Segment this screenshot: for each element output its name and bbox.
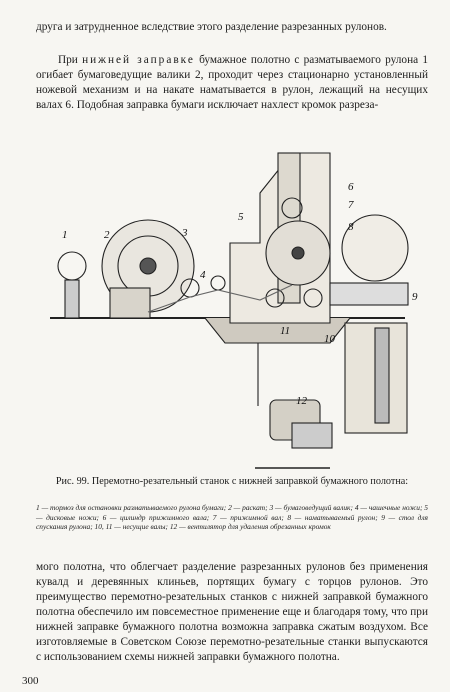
spaced-term: нижней заправке — [82, 54, 195, 66]
continued-line: друга и затрудненное вследствие этого ра… — [36, 21, 387, 33]
label-11: 11 — [280, 325, 290, 337]
para-rest: бумажное полотно с разматываемого рулона… — [36, 54, 428, 111]
label-10: 10 — [324, 333, 336, 345]
figure-legend: 1 — тормоз для остановки разматываемого … — [36, 503, 428, 532]
label-12: 12 — [296, 395, 308, 407]
label-5: 5 — [238, 211, 244, 223]
machine-drawing: 1 2 3 4 5 6 7 8 9 10 11 12 — [50, 152, 418, 469]
paragraph-lower-threading: При нижней заправке бумажное полотно с р… — [36, 53, 428, 113]
label-2: 2 — [104, 229, 110, 241]
paragraph-continued: мого полотна, что облегчает разделение р… — [36, 561, 428, 663]
label-6: 6 — [348, 181, 354, 193]
label-7: 7 — [348, 199, 354, 211]
figure-caption: Рис. 99. Перемотно-резательный станок с … — [55, 476, 409, 487]
label-4: 4 — [200, 269, 206, 281]
label-9: 9 — [412, 291, 418, 303]
label-3: 3 — [181, 227, 188, 239]
continued-paragraph: друга и затрудненное вследствие этого ра… — [36, 20, 428, 35]
label-8: 8 — [348, 221, 354, 233]
para-start: При — [58, 54, 83, 66]
page-number: 300 — [22, 675, 39, 687]
label-1: 1 — [62, 229, 68, 241]
